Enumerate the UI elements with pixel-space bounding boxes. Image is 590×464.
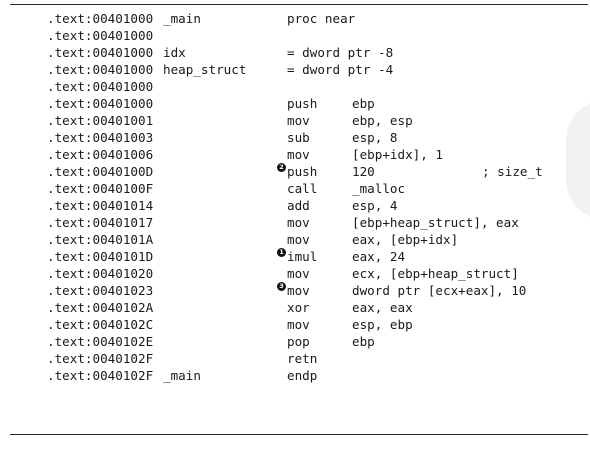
listing-line: .text:00401000 [0, 27, 590, 44]
top-rule [10, 4, 588, 5]
operands: [ebp+heap_struct], eax [352, 215, 519, 230]
address: .text:00401000 [47, 62, 154, 77]
mnemonic: retn [287, 351, 318, 366]
address: .text:0040102C [47, 317, 154, 332]
operands: ecx, [ebp+heap_struct] [352, 266, 519, 281]
mnemonic: mov [287, 317, 310, 332]
listing-line: .text:00401000 heap_struct = dword ptr -4 [0, 61, 590, 78]
mnemonic: add [287, 198, 310, 213]
mnemonic: mov [287, 215, 310, 230]
bottom-rule [10, 434, 588, 435]
mnemonic: pop [287, 334, 310, 349]
listing-line: .text:0040102A xor eax, eax [0, 299, 590, 316]
address: .text:00401000 [47, 45, 154, 60]
operands: esp, 8 [352, 130, 398, 145]
operands: ebp [352, 334, 375, 349]
listing-line: .text:0040102C mov esp, ebp [0, 316, 590, 333]
listing-line: .text:00401000 idx = dword ptr -8 [0, 44, 590, 61]
mnemonic: mov [287, 232, 310, 247]
operands: 120 [352, 164, 375, 179]
listing-line: .text:00401001 mov ebp, esp [0, 112, 590, 129]
mnemonic: mov [287, 147, 310, 162]
operands: ebp [352, 96, 375, 111]
address: .text:0040100F [47, 181, 154, 196]
listing-line: .text:0040102F retn [0, 350, 590, 367]
mnemonic: mov [287, 266, 310, 281]
mnemonic: mov [287, 283, 310, 298]
listing-line: .text:00401017 mov [ebp+heap_struct], eax [0, 214, 590, 231]
address: .text:0040102E [47, 334, 154, 349]
mnemonic: imul [287, 249, 318, 264]
operands: dword ptr [ecx+eax], 10 [352, 283, 527, 298]
callout-marker-icon: 2 [277, 163, 286, 172]
label: heap_struct [163, 62, 247, 77]
disassembly-listing: .text:00401000 _main proc near .text:00401… [0, 10, 590, 384]
listing-line: .text:00401020 mov ecx, [ebp+heap_struct] [0, 265, 590, 282]
address: .text:0040100D [47, 164, 154, 179]
operands: eax, [ebp+idx] [352, 232, 459, 247]
operands: [ebp+idx], 1 [352, 147, 443, 162]
address: .text:00401020 [47, 266, 154, 281]
address: .text:00401023 [47, 283, 154, 298]
address: .text:00401000 [47, 28, 154, 43]
label: _main [163, 11, 201, 26]
listing-line: .text:00401000 _main proc near [0, 10, 590, 27]
mnemonic: xor [287, 300, 310, 315]
mnemonic: push [287, 164, 318, 179]
operands: eax, 24 [352, 249, 406, 264]
operands: _malloc [352, 181, 406, 196]
address: .text:0040102A [47, 300, 154, 315]
address: .text:0040101A [47, 232, 154, 247]
mnemonic: endp [287, 368, 318, 383]
address: .text:0040101D [47, 249, 154, 264]
listing-line: .text:0040102F _main endp [0, 367, 590, 384]
listing-line: .text:00401006 mov [ebp+idx], 1 [0, 146, 590, 163]
mnemonic: proc near [287, 11, 356, 26]
listing-line: .text:0040102E pop ebp [0, 333, 590, 350]
mnemonic: mov [287, 113, 310, 128]
address: .text:0040102F [47, 351, 154, 366]
mnemonic: = dword ptr -8 [287, 45, 394, 60]
listing-line: .text:00401003 sub esp, 8 [0, 129, 590, 146]
address: .text:00401000 [47, 96, 154, 111]
address: .text:00401001 [47, 113, 154, 128]
comment: ; size_t [482, 164, 543, 179]
address: .text:0040102F [47, 368, 154, 383]
callout-marker-icon: 3 [277, 282, 286, 291]
address: .text:00401014 [47, 198, 154, 213]
mnemonic: push [287, 96, 318, 111]
listing-line: .text:0040101A mov eax, [ebp+idx] [0, 231, 590, 248]
label: _main [163, 368, 201, 383]
listing-line: .text:00401000 push ebp [0, 95, 590, 112]
listing-line: .text:00401014 add esp, 4 [0, 197, 590, 214]
address: .text:00401017 [47, 215, 154, 230]
address: .text:00401006 [47, 147, 154, 162]
mnemonic: call [287, 181, 318, 196]
address: .text:00401000 [47, 79, 154, 94]
operands: esp, 4 [352, 198, 398, 213]
label: idx [163, 45, 186, 60]
operands: esp, ebp [352, 317, 413, 332]
address: .text:00401003 [47, 130, 154, 145]
operands: ebp, esp [352, 113, 413, 128]
mnemonic: = dword ptr -4 [287, 62, 394, 77]
address: .text:00401000 [47, 11, 154, 26]
listing-line: .text:0040100F call _malloc [0, 180, 590, 197]
callout-marker-icon: 1 [277, 248, 286, 257]
listing-line: .text:00401000 [0, 78, 590, 95]
operands: eax, eax [352, 300, 413, 315]
mnemonic: sub [287, 130, 310, 145]
